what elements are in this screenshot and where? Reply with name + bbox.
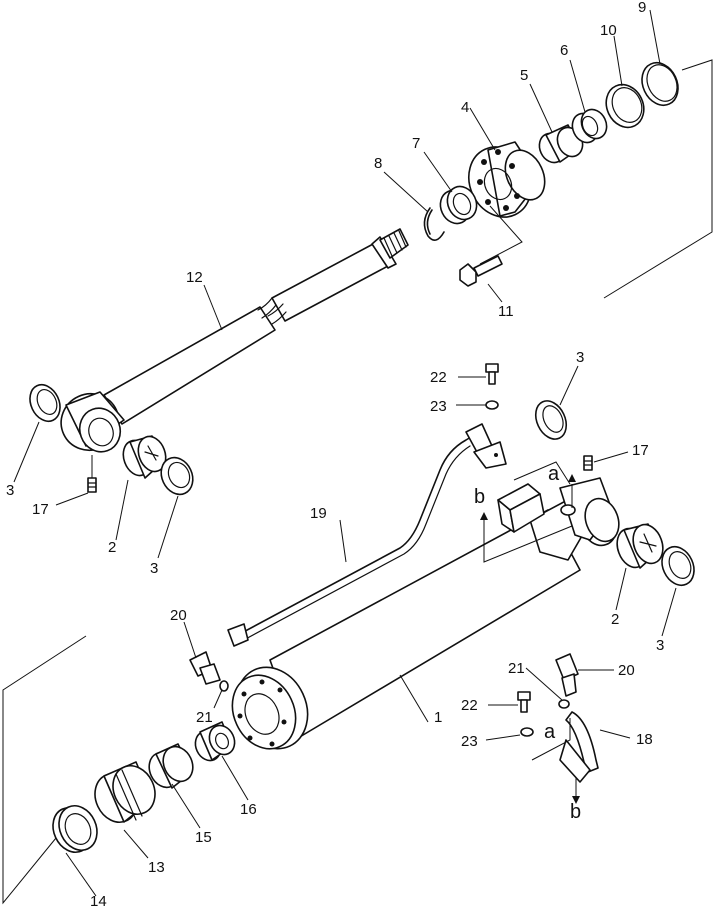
- rod-head: [468, 141, 546, 218]
- piston-13: [94, 761, 156, 823]
- callout-15: 15: [195, 829, 212, 846]
- callout-1: 1: [434, 709, 442, 726]
- elbow-fitting-20-left: [189, 651, 221, 685]
- callout-21-right: 21: [508, 660, 525, 677]
- reference-path-a-upper: [513, 461, 576, 508]
- callout-20-left: 20: [170, 607, 187, 624]
- callout-23-upper: 23: [430, 398, 447, 415]
- rod-seal-ring: [571, 108, 608, 144]
- callout-18: 18: [636, 731, 653, 748]
- washer-23-upper: [485, 400, 499, 410]
- bushing-2-left: [122, 435, 167, 479]
- leader-lines: [13, 9, 677, 897]
- callout-23-lower: 23: [461, 733, 478, 750]
- seal-ring-3-upper-right: [534, 400, 568, 440]
- ref-letter-b-upper: b: [474, 486, 485, 508]
- callout-5: 5: [520, 67, 528, 84]
- grease-fitting-17-right: [583, 455, 593, 471]
- piston-nut-16: [194, 721, 236, 762]
- callout-20-right: 20: [618, 662, 635, 679]
- assembly-bracket-lines: [2, 59, 713, 905]
- callout-17-left: 17: [32, 501, 49, 518]
- reference-letters: a b a b: [474, 463, 581, 823]
- pipe-18: [559, 711, 599, 783]
- callout-6: 6: [560, 42, 568, 59]
- seal-ring-3-right: [661, 545, 695, 587]
- callout-3-mid-left: 3: [150, 560, 158, 577]
- callout-2-left: 2: [108, 539, 116, 556]
- callout-8: 8: [374, 155, 382, 172]
- callout-7: 7: [412, 135, 420, 152]
- callout-9: 9: [638, 0, 646, 16]
- o-ring-21-right: [558, 699, 570, 709]
- callout-22-lower: 22: [461, 697, 478, 714]
- callout-4: 4: [461, 99, 469, 116]
- callout-2-right: 2: [611, 611, 619, 628]
- elbow-fitting-20-right: [555, 653, 579, 697]
- callout-13: 13: [148, 859, 165, 876]
- dust-seal: [439, 185, 478, 225]
- ref-letter-a-lower: a: [544, 721, 556, 743]
- callout-19: 19: [310, 505, 327, 522]
- flange-bolt-22-upper: [485, 363, 499, 385]
- callout-17-right: 17: [632, 442, 649, 459]
- seal-ring-3-left: [29, 383, 61, 423]
- callout-22-upper: 22: [430, 369, 447, 386]
- hydraulic-hose: [227, 423, 507, 647]
- o-ring-21-left: [219, 680, 229, 692]
- callout-14: 14: [90, 893, 107, 908]
- grease-fitting-17-left: [87, 455, 97, 493]
- snap-ring: [423, 207, 445, 241]
- washer-23-lower: [520, 727, 534, 737]
- seal-ring-14: [52, 805, 98, 853]
- callout-3-far-left: 3: [6, 482, 14, 499]
- reference-path-a-lower: [531, 718, 571, 761]
- bushing-2-right: [616, 523, 664, 569]
- callout-10: 10: [600, 22, 617, 39]
- callout-11: 11: [498, 303, 514, 320]
- ref-letter-b-lower: b: [570, 801, 581, 823]
- piston-rod: [103, 228, 409, 425]
- rod-eye: [60, 391, 125, 453]
- callout-16: 16: [240, 801, 257, 818]
- mounting-bolt: [459, 205, 523, 287]
- cylinder-tube: [231, 477, 620, 750]
- callout-3-upper-right: 3: [576, 349, 584, 366]
- callout-3-lower-right: 3: [656, 637, 664, 654]
- reference-path-b-upper: [480, 512, 573, 563]
- o-ring-large: [641, 62, 679, 106]
- backup-ring: [605, 83, 645, 129]
- seal-ring-3-mid: [160, 456, 194, 496]
- ref-letter-a-upper: a: [548, 463, 560, 485]
- reference-path-b-lower: [572, 778, 580, 804]
- flange-bolt-22-lower: [517, 691, 531, 713]
- callout-21-left: 21: [196, 709, 213, 726]
- wear-ring-15: [148, 743, 194, 789]
- callout-labels: 1 2 2 3 3 3 3 4 5 6 7 8 9 10 11 12 13 14…: [6, 0, 664, 908]
- callout-12: 12: [186, 269, 203, 286]
